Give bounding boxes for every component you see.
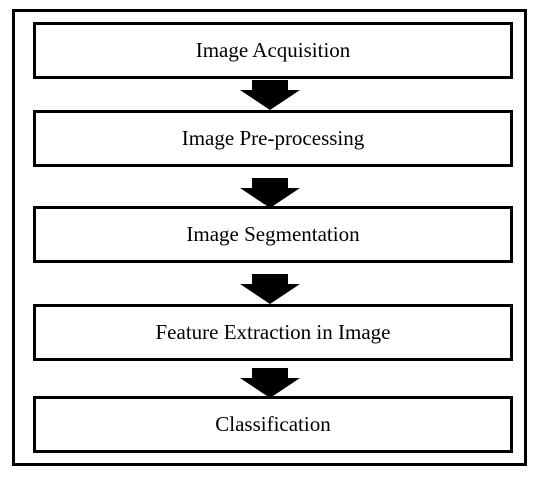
step-label: Classification xyxy=(215,412,331,436)
down-arrow-icon xyxy=(230,368,310,398)
down-arrow-icon xyxy=(230,178,310,208)
step-image-acquisition: Image Acquisition xyxy=(33,22,513,79)
down-arrow-icon xyxy=(230,80,310,110)
step-label: Image Segmentation xyxy=(186,222,360,246)
step-label: Image Pre-processing xyxy=(181,126,365,150)
down-arrow-icon xyxy=(230,274,310,304)
step-image-pre-processing: Image Pre-processing xyxy=(33,110,513,167)
step-label: Image Acquisition xyxy=(195,38,351,62)
step-classification: Classification xyxy=(33,396,513,453)
step-feature-extraction: Feature Extraction in Image xyxy=(33,304,513,361)
step-label: Feature Extraction in Image xyxy=(155,320,391,344)
step-image-segmentation: Image Segmentation xyxy=(33,206,513,263)
